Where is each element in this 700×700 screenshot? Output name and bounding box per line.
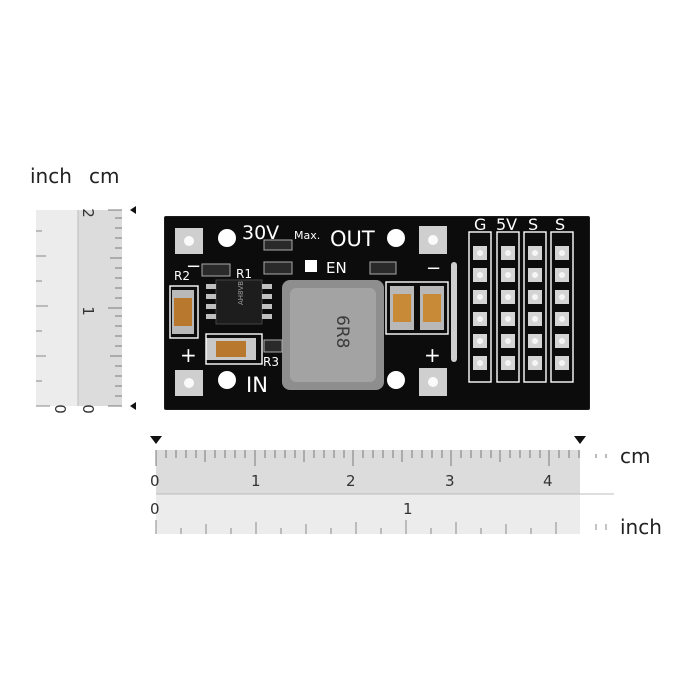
cm-tick-label-h-2: 2 xyxy=(346,472,356,490)
header-pins xyxy=(473,246,569,370)
left-marker xyxy=(150,436,162,444)
inch-ruler-strip xyxy=(36,210,78,406)
en-label: EN xyxy=(326,259,347,277)
inch-ruler-strip-h xyxy=(156,494,580,534)
capacitors xyxy=(172,286,444,360)
r3-label: R3 xyxy=(263,355,279,369)
horizontal-ruler xyxy=(150,436,614,534)
plus-right-label: + xyxy=(424,343,441,367)
cm-unit-label-h: cm xyxy=(620,444,651,468)
slot xyxy=(451,262,457,362)
bottom-marker xyxy=(130,402,136,410)
pcb-board: 30V Max. OUT IN EN G 5V S S R1 R2 R3 − −… xyxy=(164,216,590,410)
vertical-ruler xyxy=(36,206,136,410)
inch-tick-label-h-1: 1 xyxy=(403,500,413,518)
pin-header-label-s1: S xyxy=(528,216,538,234)
out-label: OUT xyxy=(330,227,375,251)
pin-header-label-5v: 5V xyxy=(496,216,517,234)
inch-tick-label-h-0: 0 xyxy=(150,500,160,518)
mount-hole-br xyxy=(387,371,405,389)
cm-tick-label-h-4: 4 xyxy=(543,472,553,490)
chip-marking: AH8VB xyxy=(237,281,245,305)
cm-tick-label-0: 0 xyxy=(78,404,97,414)
ic-pins xyxy=(206,284,272,319)
right-marker xyxy=(574,436,586,444)
inch-ticks-h xyxy=(155,520,607,534)
mount-hole-tr xyxy=(387,229,405,247)
r2-label: R2 xyxy=(174,269,190,283)
ic-chip xyxy=(215,279,263,325)
cm-ruler-strip-h xyxy=(156,450,580,494)
inch-ticks xyxy=(36,230,50,407)
mount-hole-tl xyxy=(218,229,236,247)
cm-ticks-h xyxy=(155,450,607,466)
minus-left-label: − xyxy=(186,256,201,277)
mount-hole-bl xyxy=(218,371,236,389)
minus-right-label: − xyxy=(426,258,441,279)
cm-unit-label: cm xyxy=(89,164,120,188)
inch-unit-label: inch xyxy=(30,164,72,188)
top-marker xyxy=(130,206,136,214)
inch-tick-label-0: 0 xyxy=(50,404,69,414)
voltage-label: 30V xyxy=(242,222,279,244)
cm-tick-label-h-0: 0 xyxy=(150,472,160,490)
inductor-marking: 6R8 xyxy=(332,315,352,348)
r1-label: R1 xyxy=(236,267,252,281)
cm-tick-label-2: 2 xyxy=(78,208,97,218)
plus-left-label: + xyxy=(180,343,197,367)
en-pad xyxy=(305,260,317,272)
cm-tick-label-h-3: 3 xyxy=(445,472,455,490)
pin-header-label-g: G xyxy=(474,216,486,234)
pin-header-label-s2: S xyxy=(555,216,565,234)
header-outlines xyxy=(468,231,574,383)
cm-tick-label-1: 1 xyxy=(78,306,97,316)
cm-ticks xyxy=(108,209,122,407)
smd-resistors xyxy=(201,239,397,353)
in-label: IN xyxy=(246,373,268,397)
inch-unit-label-h: inch xyxy=(620,515,662,539)
max-label: Max. xyxy=(294,229,320,242)
cm-tick-label-h-1: 1 xyxy=(251,472,261,490)
